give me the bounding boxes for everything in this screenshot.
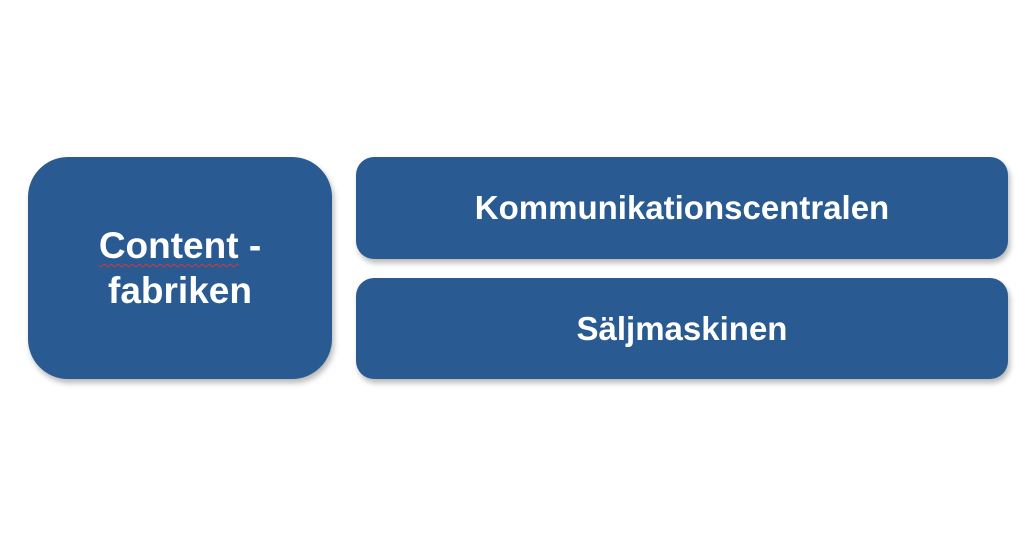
- content-fabriken-label-line2: fabriken: [108, 270, 252, 311]
- content-fabriken-label-line1: Content -: [99, 223, 261, 268]
- hyphen-text: -: [248, 225, 262, 266]
- kommunikationscentralen-label: Kommunikationscentralen: [474, 189, 890, 226]
- saljmaskinen-label: Säljmaskinen: [576, 309, 788, 347]
- saljmaskinen-box: Säljmaskinen: [356, 278, 1008, 379]
- content-fabriken-box: Content - fabriken: [28, 157, 332, 379]
- kommunikationscentralen-box: Kommunikationscentralen: [356, 157, 1008, 259]
- spellcheck-underlined-word: Content: [98, 225, 239, 266]
